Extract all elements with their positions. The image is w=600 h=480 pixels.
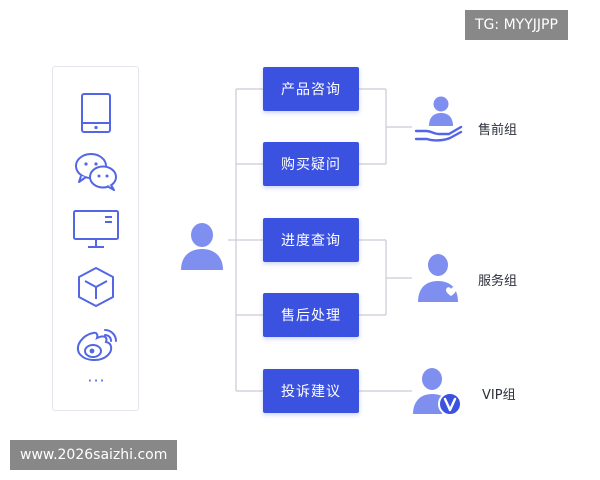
watermark-top-right: TG: MYYJJPP <box>465 10 568 40</box>
service-after-sales: 售后处理 <box>263 293 359 337</box>
app-cube-icon <box>71 265 121 309</box>
more-channels: ··· <box>87 371 106 390</box>
presales-hand-icon <box>413 94 465 146</box>
service-progress-query: 进度查询 <box>263 218 359 262</box>
service-product-consult: 产品咨询 <box>263 67 359 111</box>
weibo-icon <box>71 323 121 367</box>
group-vip-label: VIP组 <box>482 388 516 403</box>
service-complaint: 投诉建议 <box>263 369 359 413</box>
group-presales-label: 售前组 <box>478 123 518 138</box>
watermark-bottom-left: www.2026saizhi.com <box>10 440 178 470</box>
tablet-icon <box>71 91 121 135</box>
wechat-icon <box>71 149 121 193</box>
service-purchase-question: 购买疑问 <box>263 142 359 186</box>
user-icon <box>178 220 226 272</box>
vip-user-icon <box>412 366 464 418</box>
channel-panel: ··· <box>52 66 139 411</box>
monitor-icon <box>71 207 121 251</box>
group-service-label: 服务组 <box>478 274 518 289</box>
service-agent-icon <box>416 252 468 304</box>
